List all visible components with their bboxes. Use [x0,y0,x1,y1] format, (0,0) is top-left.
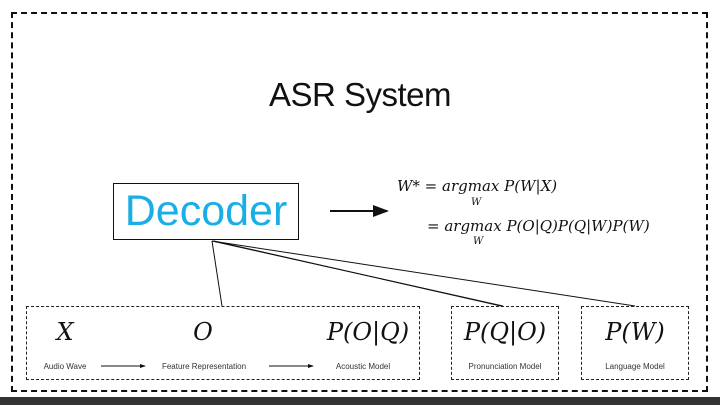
argmax-subscript-2: W [473,236,484,247]
pronunciation-model-label: Pronunciation Model [468,362,542,371]
feature-symbol: O [193,318,213,346]
language-model-symbol: P(W) [605,318,665,346]
diagram-title: ASR System [268,76,452,113]
acoustic-model-symbol: P(O|Q) [326,318,410,346]
language-model-box [581,306,689,380]
language-model-label: Language Model [605,362,665,371]
acoustic-model-label: Acoustic Model [335,362,391,371]
decoder-label: Decoder [124,187,288,235]
feature-representation-label: Feature Representation [161,362,247,371]
equation-line1: W* = argmax P(W|X) [397,177,557,195]
acoustic-pipeline-box [26,306,420,380]
pronunciation-model-box [451,306,559,380]
pronunciation-model-symbol: P(Q|O) [463,318,547,346]
asr-system-boundary [11,12,708,392]
equation-rhs-1: argmax P(W|X) [442,177,558,195]
footer-bar [0,397,720,405]
audio-wave-label: Audio Wave [43,362,87,371]
audio-symbol: X [56,318,74,346]
decoder-box: Decoder [113,183,299,240]
equation-line2: = argmax P(O|Q)P(Q|W)P(W) [427,217,650,235]
argmax-subscript-1: W [471,197,482,208]
equation-lhs: W* = [397,177,438,195]
